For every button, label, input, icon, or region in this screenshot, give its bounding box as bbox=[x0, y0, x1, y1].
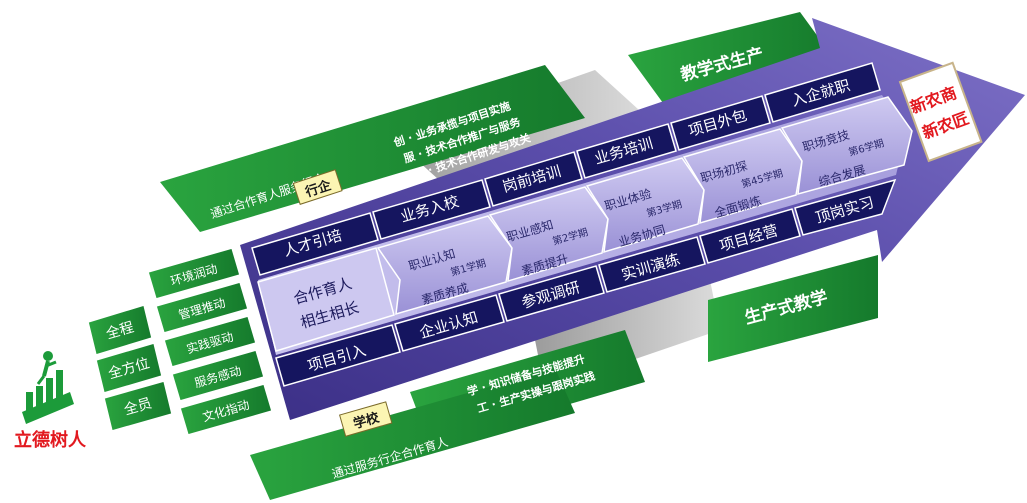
stage-chevron[interactable] bbox=[780, 96, 913, 196]
bottom-header-band bbox=[708, 255, 878, 362]
bottom-badge-box bbox=[339, 401, 393, 437]
bottom-row-box[interactable] bbox=[394, 294, 505, 352]
driver-box[interactable] bbox=[163, 315, 257, 368]
logo-text: 立德树人 bbox=[14, 429, 87, 451]
arrow-tip-label: 新农商 新农匠 bbox=[898, 61, 983, 163]
top-row-box[interactable] bbox=[251, 212, 379, 276]
bottom-row-box[interactable] bbox=[794, 178, 897, 236]
bottom-row-box[interactable] bbox=[598, 236, 706, 293]
bottom-green-band bbox=[250, 368, 575, 500]
driver-box[interactable] bbox=[155, 281, 249, 334]
scope-box[interactable] bbox=[95, 342, 163, 394]
stage-chevron[interactable] bbox=[488, 186, 609, 283]
scope-column: 全程 全方位 全员 bbox=[87, 304, 173, 432]
top-row-box[interactable] bbox=[576, 123, 677, 179]
driver-box[interactable] bbox=[179, 383, 273, 436]
bottom-row-box[interactable] bbox=[699, 208, 801, 264]
top-green-band bbox=[160, 65, 585, 232]
stage-chevron[interactable] bbox=[682, 128, 803, 225]
top-header-band bbox=[628, 12, 835, 103]
driver-box[interactable] bbox=[171, 349, 265, 402]
tip-box bbox=[898, 61, 983, 163]
bottom-row-box[interactable] bbox=[498, 265, 605, 322]
stage-chevrons: 职业认知 第1学期 素质养成 职业感知 第2学期 素质提升 职业体验 第3学期 … bbox=[376, 96, 913, 316]
core-box bbox=[257, 247, 395, 352]
bottom-badge-label: 学校 bbox=[352, 409, 382, 432]
top-badge: 行企 bbox=[292, 169, 343, 205]
top-badge-box bbox=[292, 169, 343, 205]
top-row-box[interactable] bbox=[670, 95, 771, 151]
top-row-box[interactable] bbox=[764, 62, 881, 123]
climbing-person-icon bbox=[22, 351, 74, 424]
stage-chevron[interactable] bbox=[585, 157, 705, 254]
scope-box[interactable] bbox=[103, 380, 173, 432]
stage-chevron[interactable] bbox=[376, 215, 513, 316]
driver-box[interactable] bbox=[147, 247, 241, 300]
bottom-badge: 学校 bbox=[339, 401, 393, 437]
driver-column: 环境润动 管理推动 实践驱动 服务感动 文化指动 bbox=[147, 247, 273, 436]
scope-box[interactable] bbox=[87, 304, 153, 356]
bottom-row-box[interactable] bbox=[275, 324, 401, 387]
top-row-box[interactable] bbox=[372, 179, 491, 240]
top-row-box[interactable] bbox=[484, 151, 583, 207]
core-block: 合作育人 相生相长 bbox=[257, 247, 395, 352]
bottom-row: 项目引入 企业认知 参观调研 实训演练 项目经营 顶岗实习 bbox=[275, 178, 897, 387]
